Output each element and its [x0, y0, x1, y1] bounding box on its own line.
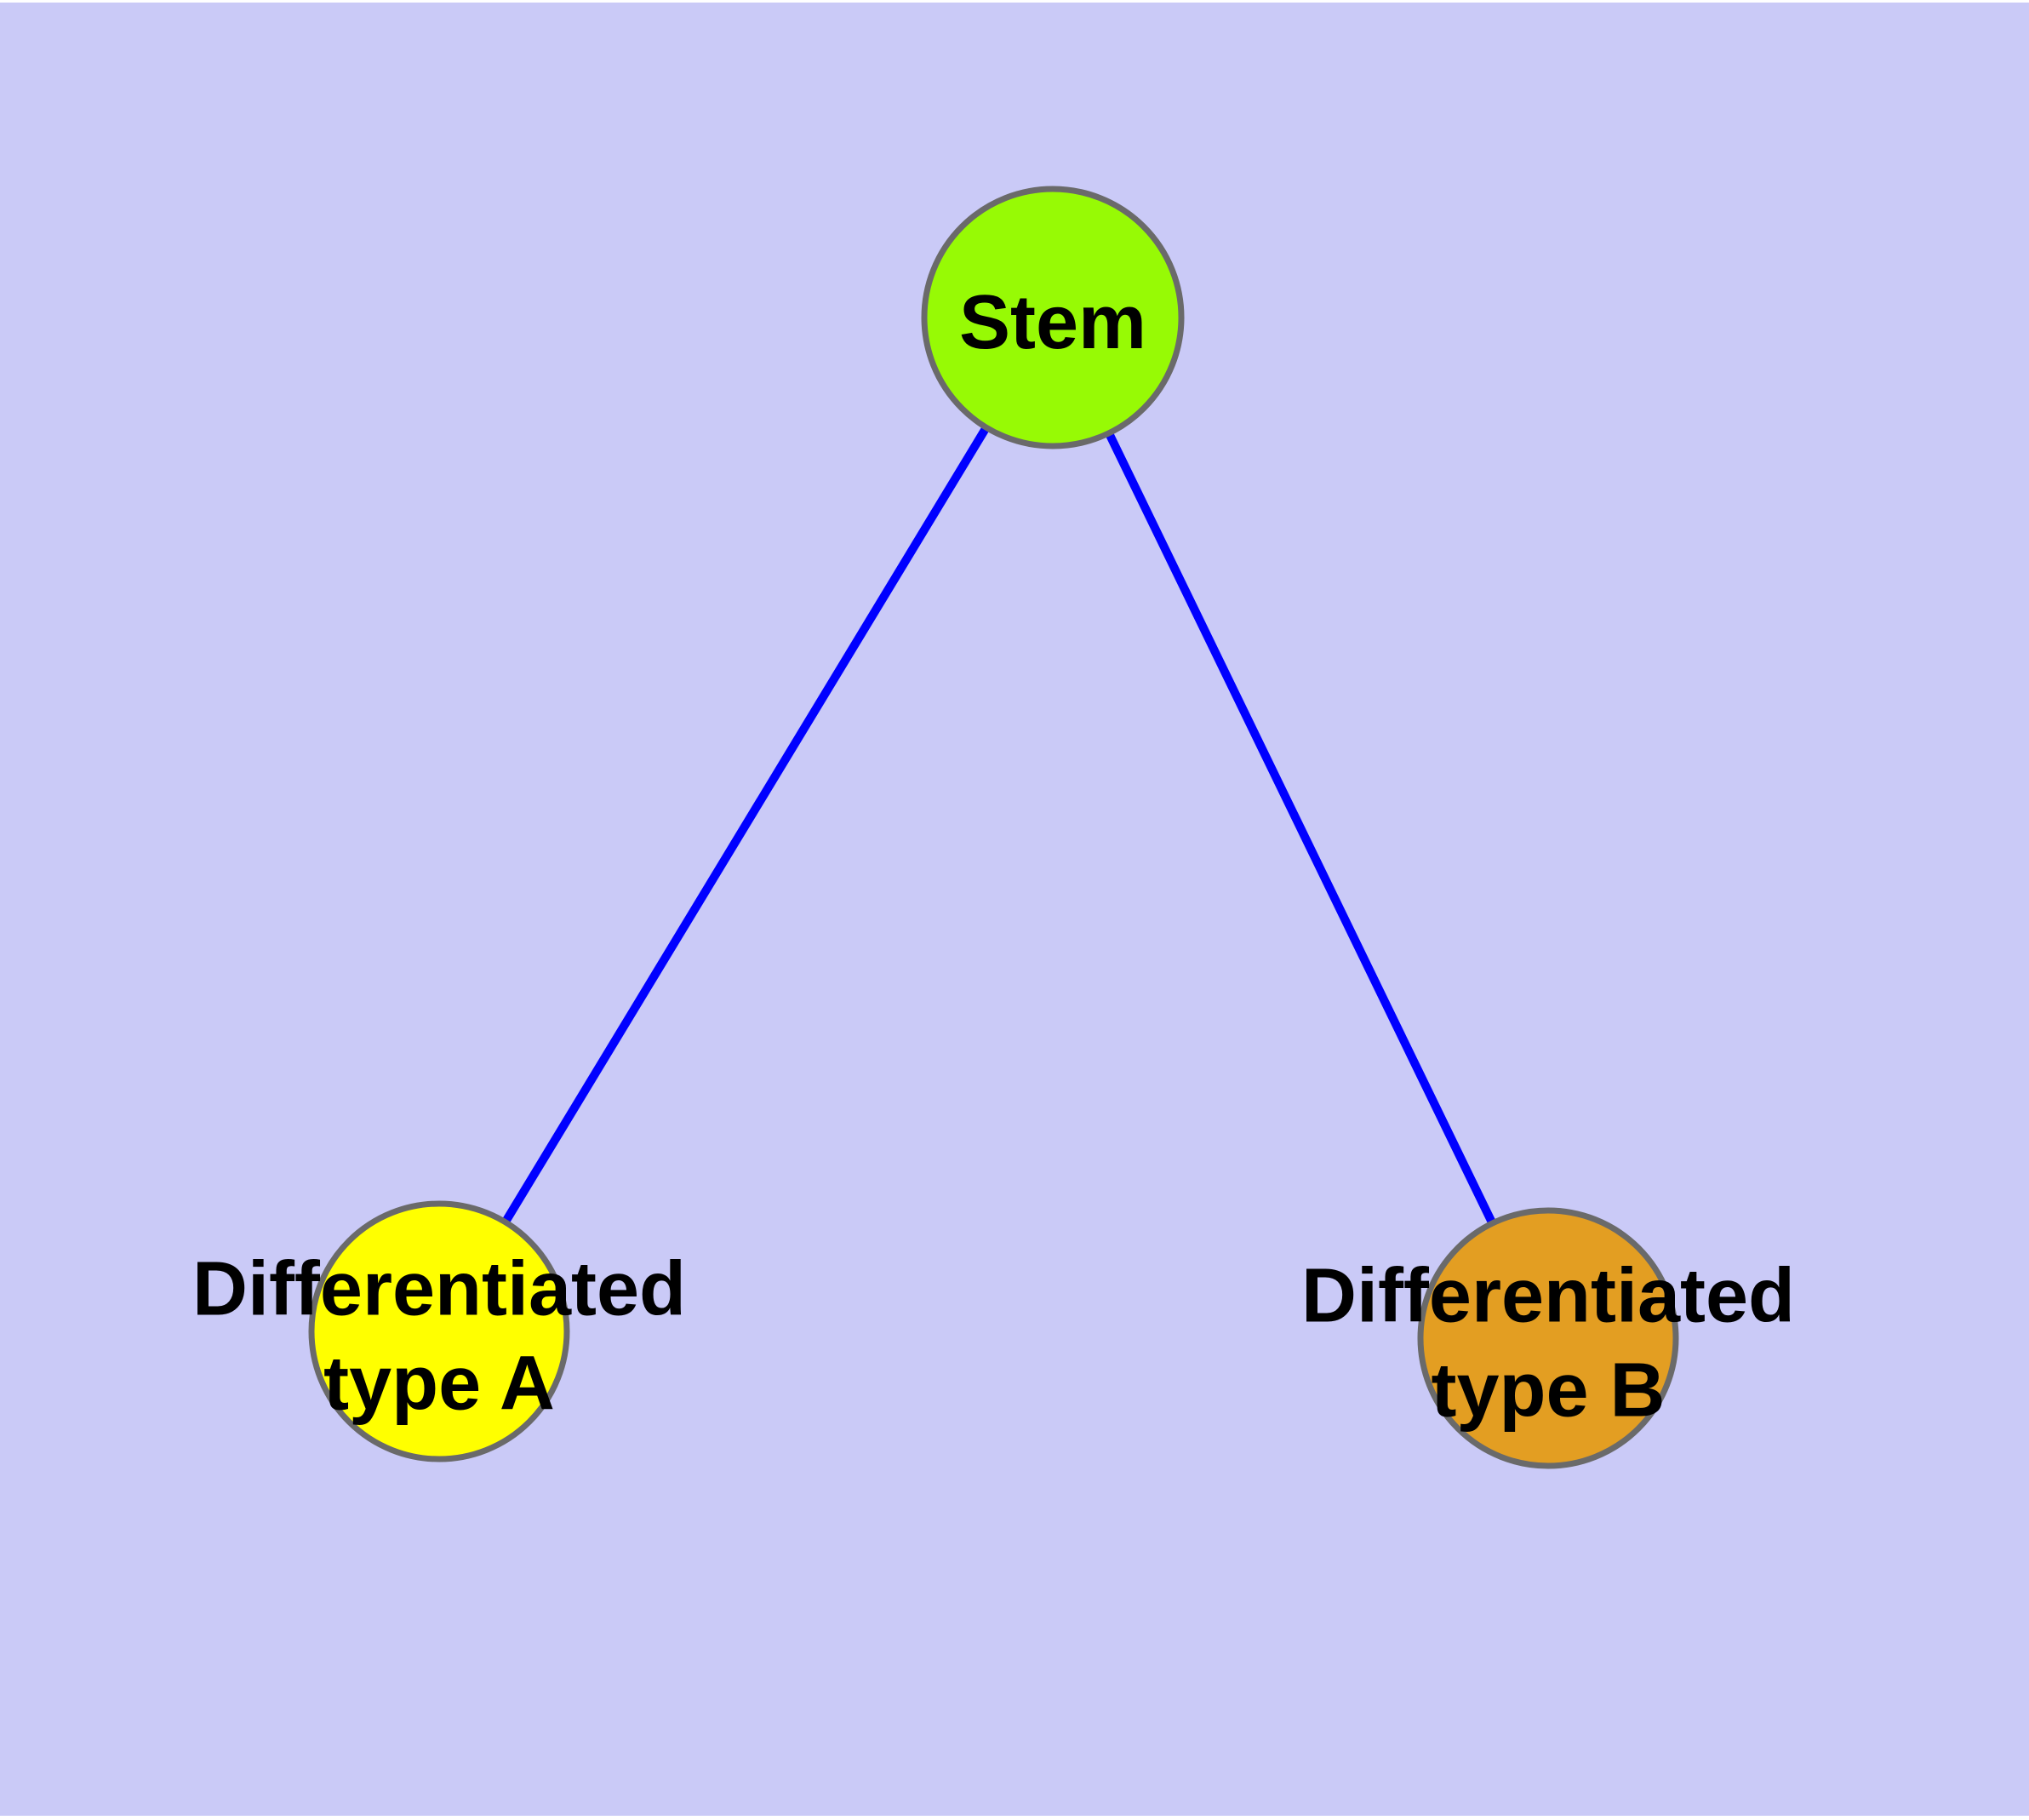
node-label-diff-b-line-2: type B — [1431, 1348, 1665, 1434]
edge-stem-diff-a — [435, 315, 1057, 1334]
node-stem — [921, 186, 1185, 449]
node-diff-b — [1417, 1207, 1679, 1469]
node-label-diff-a-line-1: Differentiated — [192, 1247, 686, 1332]
nodes-layer — [308, 186, 1679, 1469]
node-label-stem-line-1: Stem — [959, 280, 1146, 365]
node-label-diff-a-line-2: type A — [323, 1342, 555, 1427]
node-diff-a — [308, 1200, 570, 1462]
edges-layer — [435, 315, 1552, 1341]
edge-stem-diff-b — [1049, 315, 1552, 1341]
node-label-diff-b-line-1: Differentiated — [1301, 1254, 1795, 1339]
